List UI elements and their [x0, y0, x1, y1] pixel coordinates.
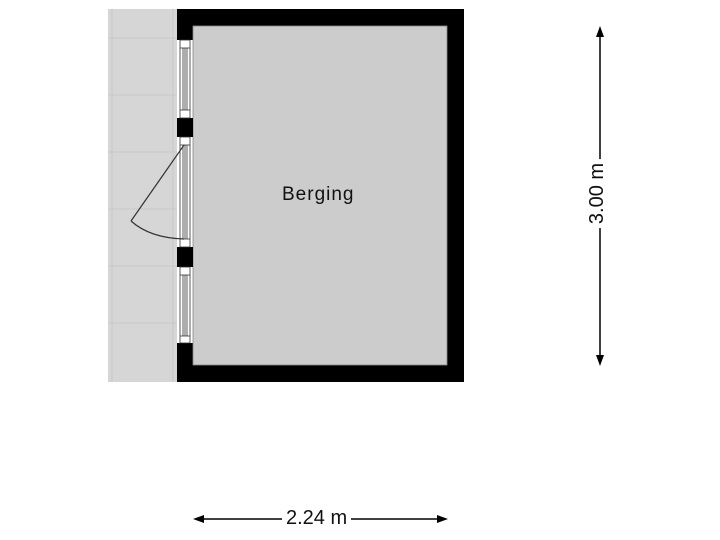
- wall-pillar-upper: [177, 118, 193, 137]
- wall-pillar-lower: [177, 247, 193, 267]
- room-floor: [192, 25, 448, 366]
- door-swing: [130, 144, 185, 240]
- window-upper: [179, 39, 191, 119]
- door: [179, 136, 191, 248]
- height-dimension-label: 3.00 m: [586, 158, 610, 229]
- room-label: Berging: [282, 184, 355, 205]
- width-dimension-label: 2.24 m: [282, 507, 352, 530]
- window-lower: [179, 266, 191, 344]
- terrace-area: [108, 9, 177, 382]
